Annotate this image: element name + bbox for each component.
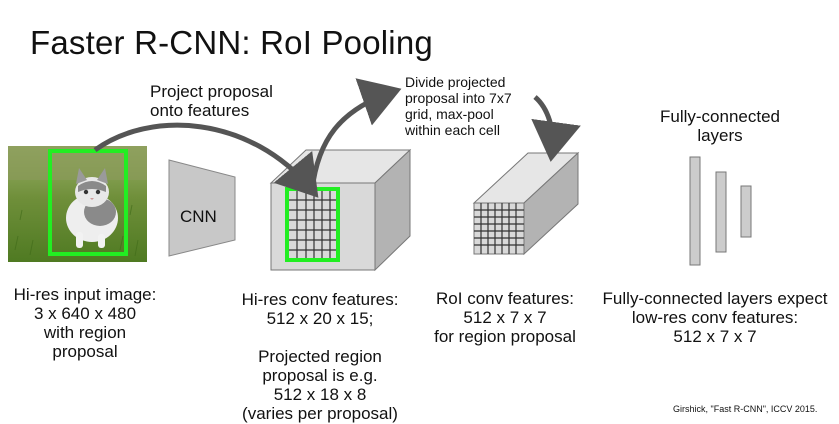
roi-feature-block — [472, 151, 580, 256]
input-proposal-box — [48, 149, 128, 256]
conv-caption: Hi-res conv features: 512 x 20 x 15; Pro… — [241, 290, 399, 423]
fc-layer-1 — [689, 156, 701, 266]
divide-grid-label: Divide projected proposal into 7x7 grid,… — [405, 74, 512, 138]
citation: Girshick, "Fast R-CNN", ICCV 2015. — [673, 404, 818, 414]
input-caption: Hi-res input image: 3 x 640 x 480 with r… — [13, 285, 157, 361]
projected-proposal-grid — [287, 190, 338, 260]
cnn-label: CNN — [180, 207, 217, 226]
kitten-photo-icon — [8, 146, 147, 262]
project-proposal-label: Project proposal onto features — [150, 82, 273, 120]
divide-arrow-1 — [309, 78, 402, 191]
cnn-block — [168, 159, 236, 257]
fc-layers-label: Fully-connected layers — [659, 107, 780, 145]
roi-grid — [474, 203, 524, 254]
fc-caption: Fully-connected layers expect low-res co… — [602, 289, 828, 346]
fc-layer-2 — [715, 171, 727, 253]
fc-layer-3 — [740, 185, 752, 238]
page-title: Faster R-CNN: RoI Pooling — [30, 24, 433, 61]
project-arrow — [93, 122, 319, 198]
roi-caption: RoI conv features: 512 x 7 x 7 for regio… — [434, 289, 576, 346]
divide-arrow-2 — [531, 95, 581, 162]
